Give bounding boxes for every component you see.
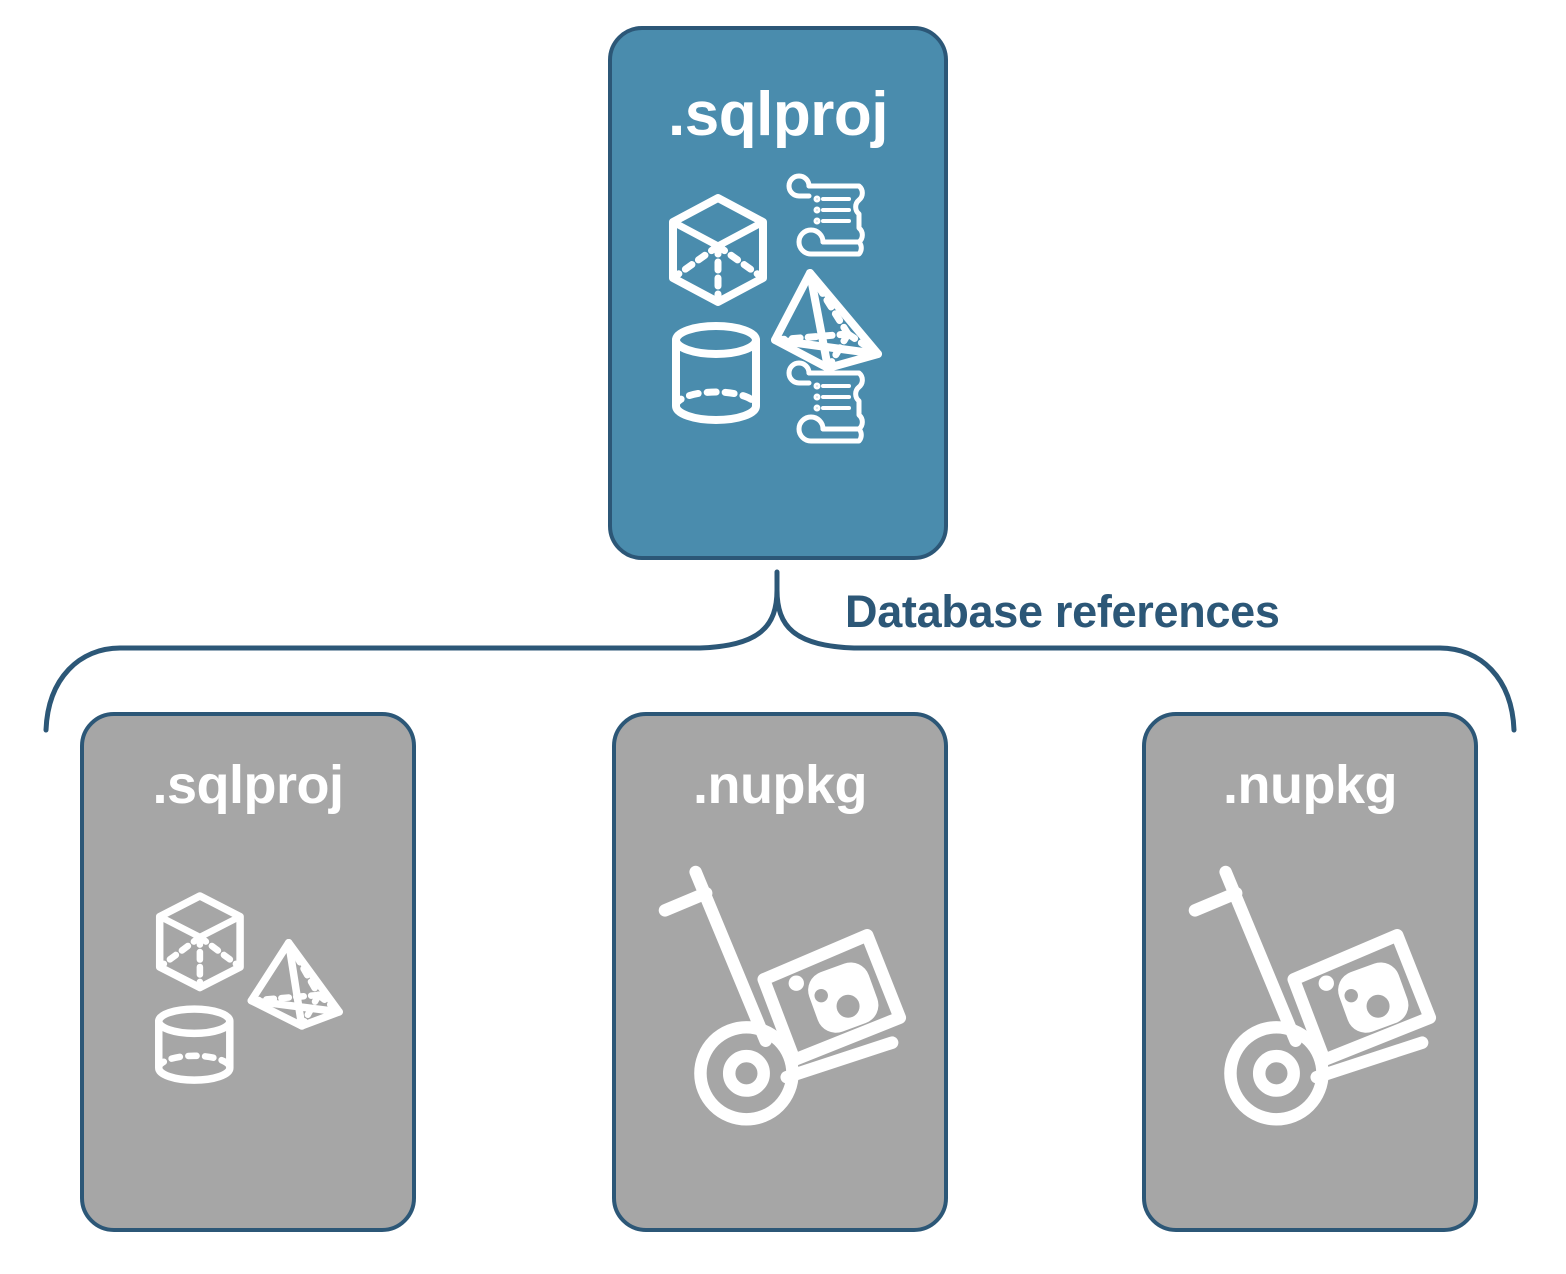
scroll-icon — [786, 360, 865, 444]
cube-icon — [155, 891, 244, 991]
nuget-package-icon — [757, 929, 907, 1067]
cube-icon — [669, 194, 767, 306]
node-root-label: .sqlproj — [668, 80, 888, 149]
bracket-label: Database references — [845, 586, 1280, 637]
node-leaf-3-label: .nupkg — [1223, 755, 1397, 815]
scroll-icon — [786, 173, 865, 257]
nuget-package-icon — [1287, 929, 1437, 1067]
node-sqlproj-reference[interactable]: .sqlproj — [80, 712, 416, 1232]
node-leaf-1-label: .sqlproj — [152, 755, 344, 815]
hand-truck-icon — [658, 865, 899, 1126]
database-objects-and-scripts-icon — [663, 168, 893, 448]
node-nupkg-reference-2[interactable]: .nupkg — [1142, 712, 1478, 1232]
node-sqlproj-root[interactable]: .sqlproj — [608, 26, 948, 560]
pyramid-icon — [247, 938, 343, 1030]
cylinder-icon — [672, 322, 760, 424]
cylinder-icon — [154, 1004, 234, 1084]
nuget-package-handtruck-icon — [635, 838, 925, 1138]
node-leaf-2-label: .nupkg — [693, 755, 867, 815]
node-nupkg-reference-1[interactable]: .nupkg — [612, 712, 948, 1232]
hand-truck-icon — [1188, 865, 1429, 1126]
database-objects-icon — [103, 838, 393, 1138]
pyramid-icon — [771, 269, 882, 372]
nuget-package-handtruck-icon — [1165, 838, 1455, 1138]
